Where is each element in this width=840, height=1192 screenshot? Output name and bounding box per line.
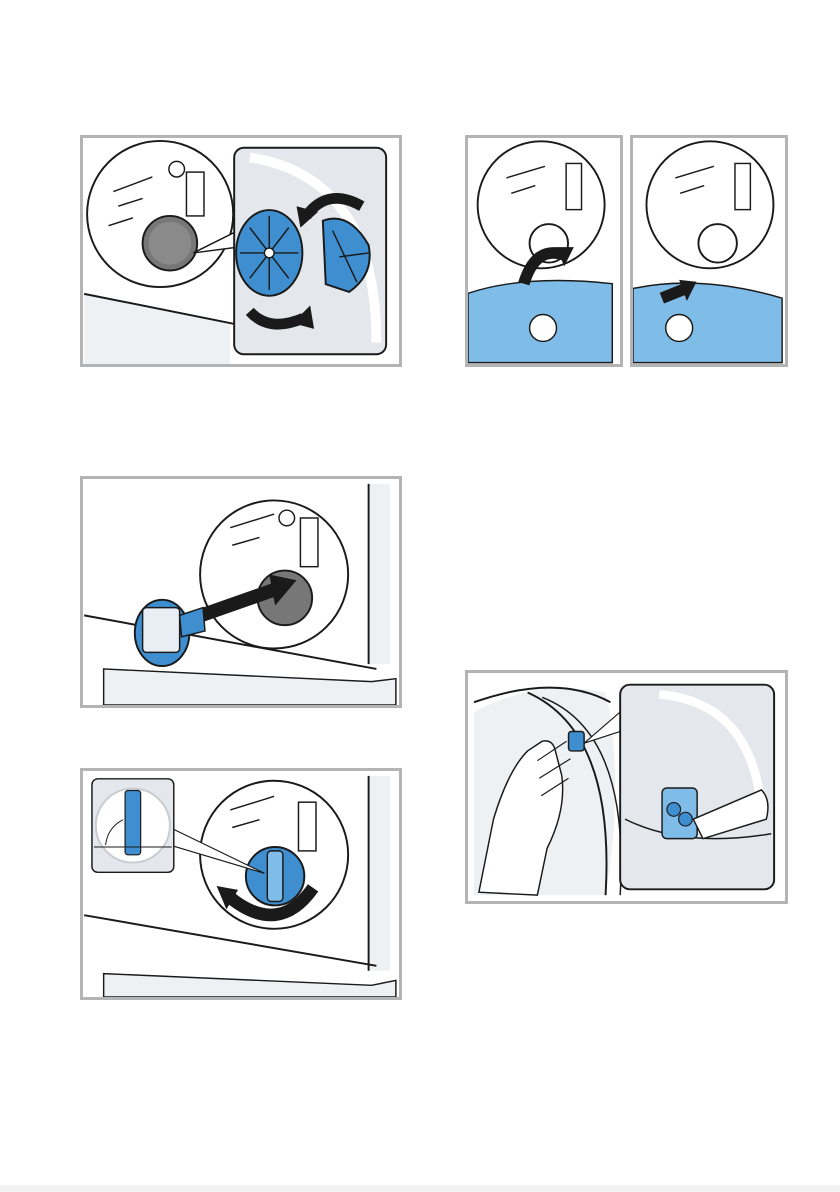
figure-pump-impeller — [80, 135, 402, 367]
insert-cover-illustration — [83, 479, 399, 705]
insert-detail-box — [620, 685, 774, 890]
insert-hole-2 — [679, 812, 693, 826]
machine-bottom-edge — [84, 915, 376, 966]
seal-insert-blue-icon — [569, 731, 585, 750]
angle-detail-grip-icon — [125, 790, 141, 854]
knob-grip — [267, 851, 283, 902]
step-badge-icon — [530, 314, 557, 341]
pump-opening-inner — [148, 222, 191, 265]
pump-filter-mesh — [143, 608, 180, 653]
pump-cover-icon — [698, 224, 736, 262]
door-seal-illustration — [468, 673, 785, 901]
pump-impeller-illustration — [83, 138, 399, 364]
page-bottom-edge — [0, 1185, 840, 1192]
rotate-cover-illustration — [83, 771, 399, 997]
step-badge-icon — [666, 314, 693, 341]
figure-rotate-cover — [80, 768, 402, 1000]
hose-lift-illustration — [468, 138, 620, 364]
figure-hose-lift — [465, 135, 623, 367]
service-flap-shade — [104, 669, 396, 705]
figure-door-seal-insert — [465, 670, 788, 904]
service-flap-shade — [104, 974, 396, 997]
machine-side-panel — [369, 776, 390, 971]
machine-side-panel — [369, 484, 390, 664]
service-flap-blue — [633, 283, 782, 362]
impeller-hub — [264, 248, 274, 258]
figure-hose-push — [630, 135, 788, 367]
hose-push-illustration — [633, 138, 785, 364]
insert-hole-1 — [667, 803, 681, 817]
figure-insert-cover — [80, 476, 402, 708]
floor-shade — [84, 294, 230, 364]
